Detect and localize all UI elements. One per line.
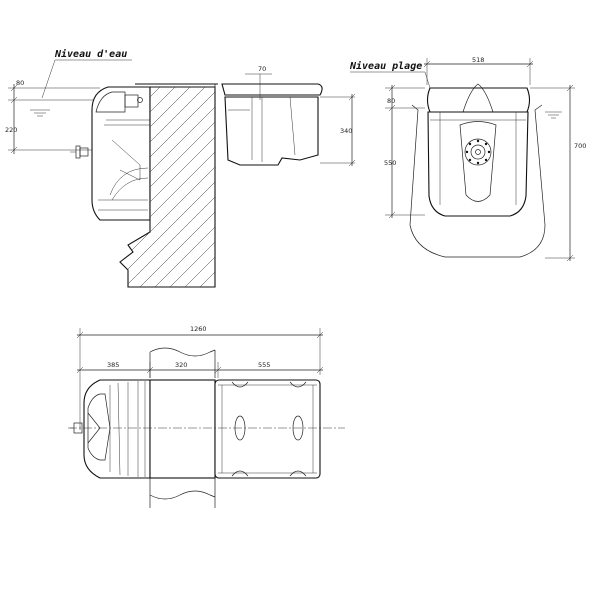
top-dim-wall: 320	[175, 361, 187, 369]
top-dim-skimmer: 385	[107, 361, 119, 369]
water-level-label: Niveau d'eau	[54, 48, 127, 60]
top-dim-extension: 555	[258, 361, 270, 369]
top-wall-band	[149, 347, 216, 508]
water-level-leader	[41, 59, 56, 99]
front-view: Niveau plage 518 80 550	[349, 56, 586, 262]
front-dim-width: 518	[472, 56, 484, 64]
top-dim-total: 1260	[190, 325, 207, 333]
beach-level-label: Niveau plage	[349, 60, 422, 72]
front-water-symbol	[545, 111, 562, 119]
front-extension-outline	[409, 104, 546, 258]
front-dim-total: 700	[574, 142, 586, 150]
front-left-dimensions	[385, 84, 425, 219]
top-total-dimension	[76, 328, 324, 430]
beach-level-leader	[424, 71, 431, 89]
side-dim-top: 80	[16, 79, 24, 87]
side-dim-water-height: 220	[5, 126, 17, 134]
basket-extension-top	[214, 379, 321, 479]
top-view: 1260 385 320 555	[68, 325, 345, 508]
basket-extension-side	[221, 83, 323, 166]
skimmer-body-top	[83, 379, 151, 479]
side-left-dimensions	[8, 84, 100, 154]
water-level-symbol	[30, 109, 50, 117]
side-nozzle	[70, 145, 89, 159]
top-wall-section	[149, 379, 216, 479]
front-top-dimension	[423, 58, 534, 85]
front-right-dimension	[530, 84, 575, 262]
side-dim-lid: 70	[258, 65, 266, 73]
side-right-dimensions	[320, 93, 356, 167]
skimmer-body-front	[426, 83, 531, 217]
front-dim-body: 550	[384, 159, 396, 167]
side-dim-basket-height: 340	[340, 127, 352, 135]
skimmer-body-side	[91, 86, 151, 221]
front-dim-top: 80	[387, 97, 395, 105]
